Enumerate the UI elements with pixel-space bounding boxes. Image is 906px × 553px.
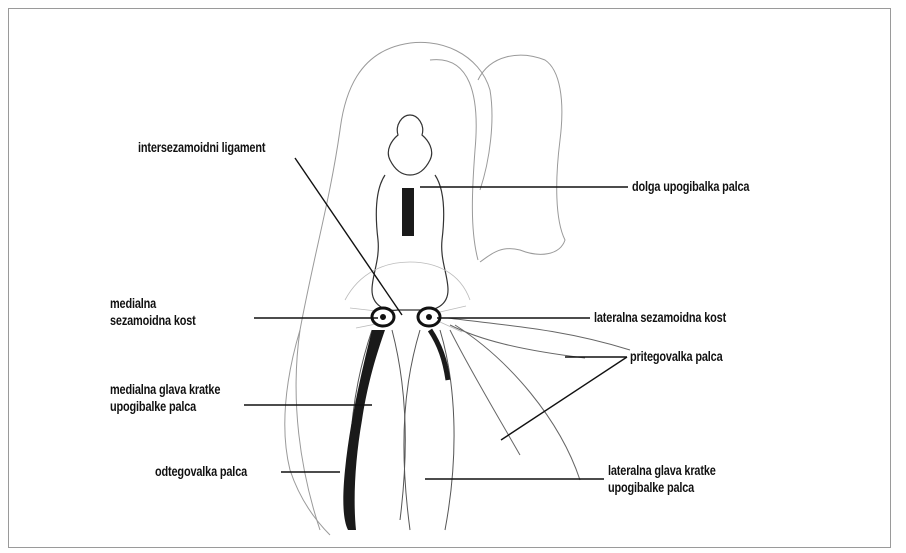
foot-outline: [285, 42, 565, 535]
label-adductor-hallucis: pritegovalka palca: [630, 348, 722, 365]
label-flexor-hallucis-longus: dolga upogibalka palca: [632, 178, 749, 195]
abductor-shape: [343, 330, 385, 530]
label-medial-sesamoid-line2: sezamoidna kost: [110, 312, 196, 329]
label-medial-sesamoid: medialna sezamoidna kost: [110, 295, 196, 329]
label-abductor-hallucis: odtegovalka palca: [155, 463, 247, 480]
label-medial-head: medialna glava kratke upogibalke palca: [110, 381, 220, 415]
flexor-tendon-shape: [402, 188, 414, 236]
label-lateral-head: lateralna glava kratke upogibalke palca: [608, 462, 716, 496]
adductor-shape: [448, 318, 630, 480]
label-medial-sesamoid-line1: medialna: [110, 295, 196, 312]
label-medial-head-line1: medialna glava kratke: [110, 381, 220, 398]
label-lateral-head-line2: upogibalke palca: [608, 479, 716, 496]
capsule-fibres: [345, 262, 470, 332]
sesamoid-bones: [372, 308, 440, 326]
label-intersesamoid-ligament: intersezamoidni ligament: [138, 139, 265, 156]
label-lateral-sesamoid: lateralna sezamoidna kost: [594, 309, 726, 326]
label-lateral-head-line1: lateralna glava kratke: [608, 462, 716, 479]
label-medial-head-line2: upogibalke palca: [110, 398, 220, 415]
